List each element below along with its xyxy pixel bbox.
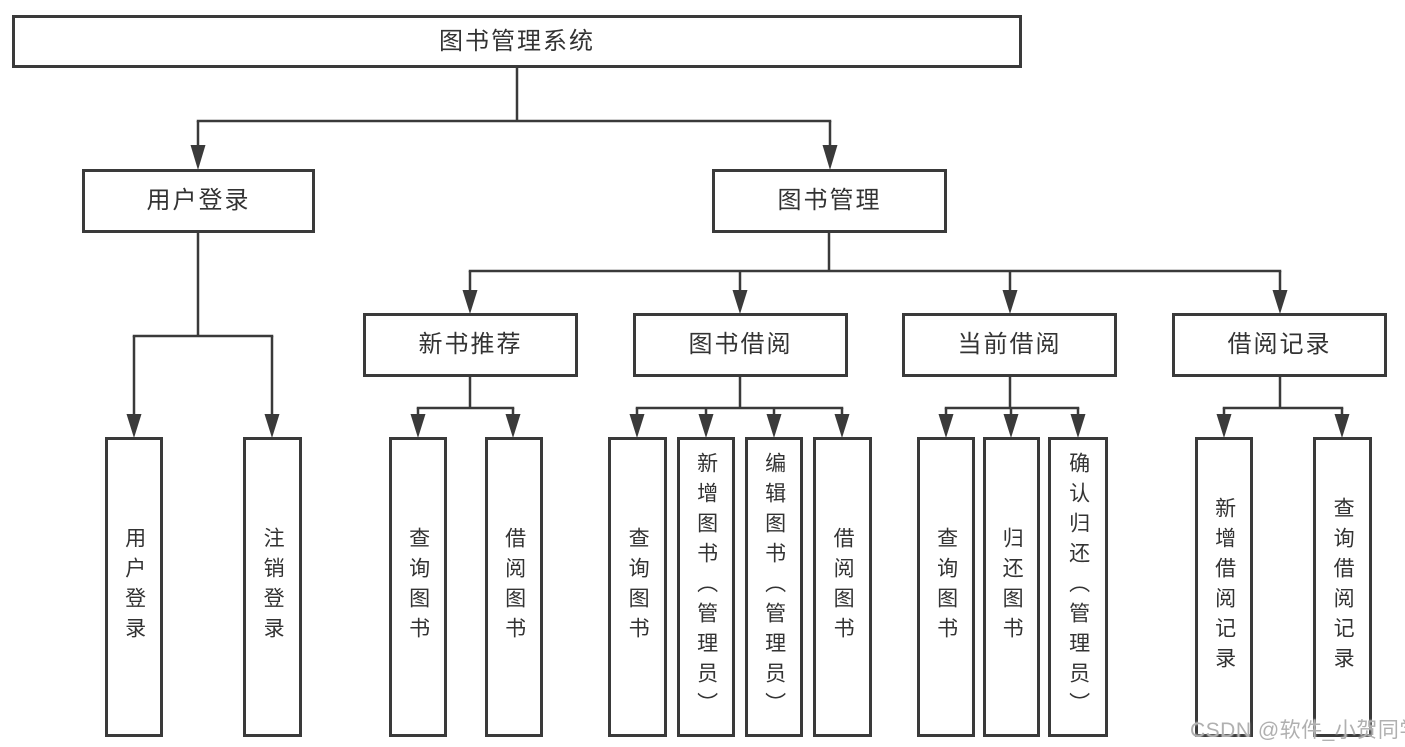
leaf-records-add-record: 新增借阅记录 <box>1195 437 1253 737</box>
node-current-borrow: 当前借阅 <box>902 313 1117 377</box>
leaf-borrow-borrow-books: 借阅图书 <box>813 437 872 737</box>
watermark: CSDN @软件_小贺同学 <box>1190 719 1405 742</box>
leaf-logout: 注销登录 <box>243 437 302 737</box>
node-book-borrow: 图书借阅 <box>633 313 848 377</box>
node-new-book-recommend: 新书推荐 <box>363 313 578 377</box>
leaf-records-query-record: 查询借阅记录 <box>1313 437 1372 737</box>
leaf-borrow-edit-books-admin: 编辑图书（管理员） <box>745 437 803 737</box>
leaf-user-login: 用户登录 <box>105 437 163 737</box>
node-borrow-records: 借阅记录 <box>1172 313 1387 377</box>
node-book-management: 图书管理 <box>712 169 947 233</box>
leaf-current-return-books: 归还图书 <box>983 437 1040 737</box>
leaf-recommend-borrow-books: 借阅图书 <box>485 437 543 737</box>
node-library-system: 图书管理系统 <box>12 15 1022 68</box>
node-user-login: 用户登录 <box>82 169 315 233</box>
arrowheads <box>126 145 1350 438</box>
leaf-current-query-books: 查询图书 <box>917 437 975 737</box>
leaf-current-confirm-return-admin: 确认归还（管理员） <box>1048 437 1108 737</box>
leaf-recommend-query-books: 查询图书 <box>389 437 447 737</box>
leaf-borrow-query-books: 查询图书 <box>608 437 667 737</box>
leaf-borrow-add-books-admin: 新增图书（管理员） <box>677 437 735 737</box>
